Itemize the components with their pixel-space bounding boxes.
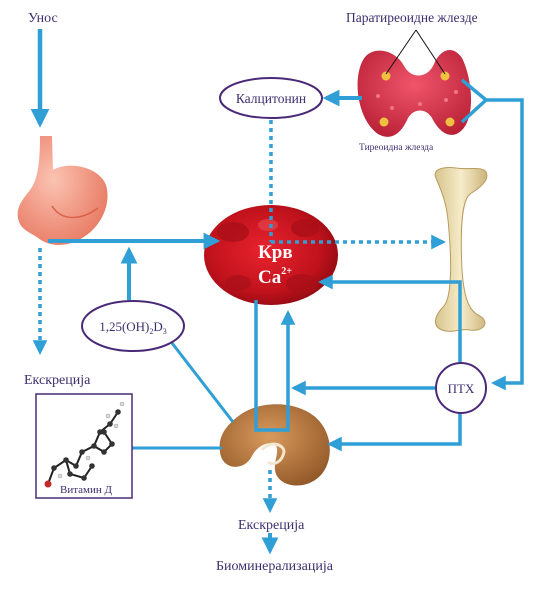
thyroid-gland-label: Тиреоидна жлезда [359,143,434,153]
bone-icon [434,167,488,332]
vitamin-d-molecule-icon [44,401,125,488]
parathyroid-to-pth-arrow [460,78,524,391]
calcium-charge: 2+ [281,266,292,277]
thyroid-icon [357,50,472,137]
calcitriol-label: 1,25(OH)2D3 [99,319,167,336]
calcium-symbol: Ca [258,267,282,288]
vitamin-d-label: Витамин Д [60,484,113,496]
excretion-gut-label: Екскреција [24,373,91,388]
parathyroid-pointer-lines [385,29,446,75]
pth-to-blood-arrow [318,274,462,362]
calcitriol-kidney-link [170,342,235,423]
calcitonin-node: Калцитонин [219,77,323,119]
kidney-icon [219,404,330,486]
excretion-kidney-label: Екскреција [238,518,305,533]
pth-label: ПТХ [448,381,475,396]
biomineralization-label: Биоминерализација [216,559,334,574]
calcitonin-label: Калцитонин [236,91,306,106]
pth-node: ПТХ [435,362,487,414]
renal-reabsorption-arrow [254,300,296,432]
parathyroid-glands-label: Паратиреоидне жлезде [346,10,478,25]
vitamin-d-box: Витамин Д [35,393,133,499]
parathyroid-lower-branch [460,98,488,124]
calcitriol-sub1: 2 [149,327,153,336]
calcitriol-sub2: 3 [163,327,167,336]
intake-label: Унос [28,11,58,26]
calcitriol-base: 1,25(OH) [99,319,149,334]
calcitriol-node: 1,25(OH)2D3 [81,300,185,352]
pth-to-kidney-arrow [327,413,462,452]
calcium-ion-label: Ca2+ [258,266,292,288]
blood-cells-icon [204,205,338,305]
stomach-icon [17,136,108,245]
blood-label: Крв [258,242,293,263]
calcitriol-mid: D [153,319,162,334]
